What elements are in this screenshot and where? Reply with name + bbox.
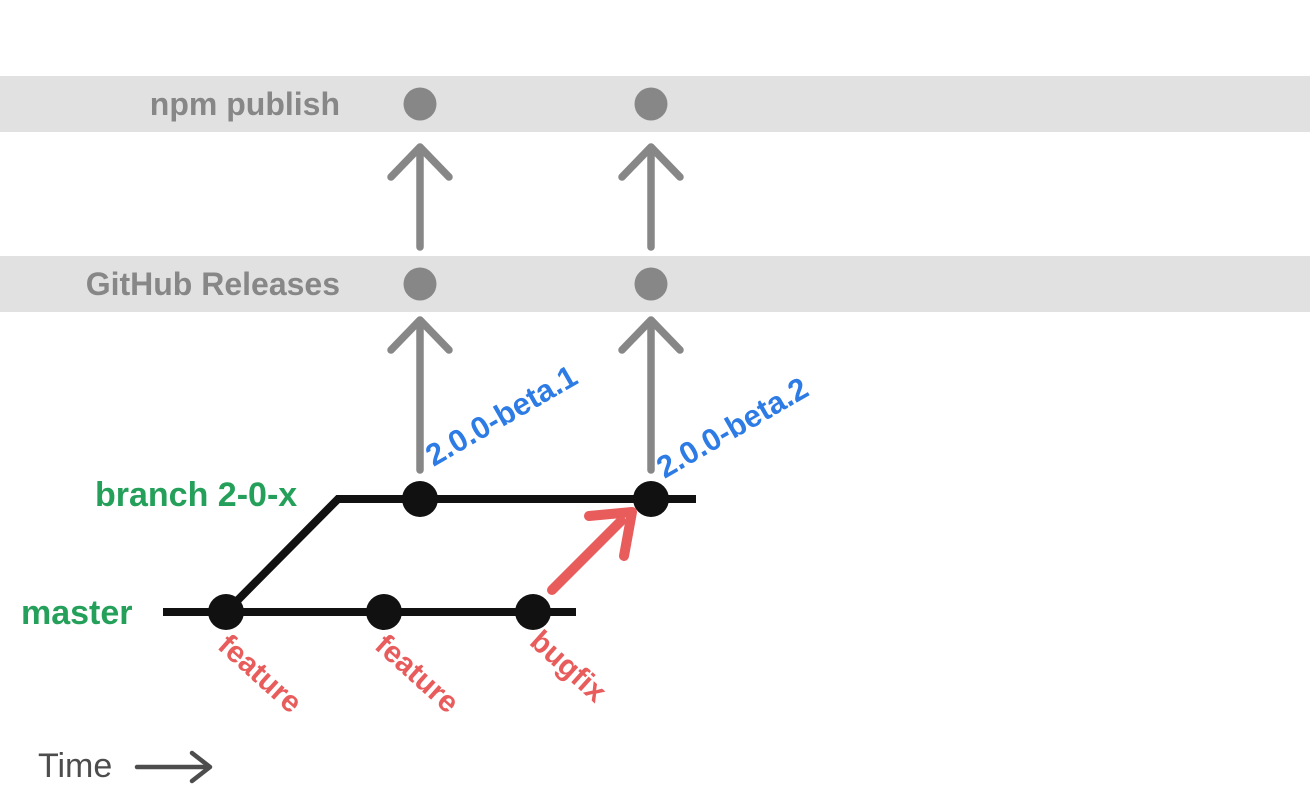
commit-dot-bugfix	[515, 594, 551, 630]
time-axis-label: Time	[38, 747, 113, 785]
arrow-bugfix-to-branch	[547, 507, 637, 595]
github-release-dot-beta2	[634, 267, 668, 301]
npm-publish-lane: npm publish	[0, 76, 1310, 132]
time-arrow-icon	[134, 750, 213, 784]
arrow-up-github-to-npm-beta2	[618, 143, 684, 251]
arrow-head-icon	[618, 316, 684, 354]
github-release-dot-beta1	[403, 267, 437, 301]
arrow-up-github-to-npm-beta1	[387, 143, 453, 251]
arrow-head-icon	[387, 316, 453, 354]
arrow-up-branch-to-github-beta1	[387, 316, 453, 474]
arrow-head-icon	[189, 750, 213, 784]
arrow-head-icon	[387, 143, 453, 181]
commit-dot-beta2	[633, 481, 669, 517]
npm-publish-label: npm publish	[149, 86, 340, 122]
branch-2-0-x-label: branch 2-0-x	[95, 476, 298, 514]
npm-publish-dot-beta2	[634, 87, 668, 121]
master-label: master	[21, 594, 133, 632]
github-releases-label: GitHub Releases	[85, 266, 340, 302]
commit-dot-beta1	[402, 481, 438, 517]
arrow-up-branch-to-github-beta2	[618, 316, 684, 474]
commit-dot-feature1	[208, 594, 244, 630]
arrow-head-icon	[618, 143, 684, 181]
arrow-head-icon	[584, 507, 637, 561]
npm-publish-dot-beta1	[403, 87, 437, 121]
arrow-stem	[547, 516, 626, 595]
branch-2-0-x-line	[223, 495, 696, 615]
github-releases-lane: GitHub Releases	[0, 256, 1310, 312]
commit-dot-feature2	[366, 594, 402, 630]
